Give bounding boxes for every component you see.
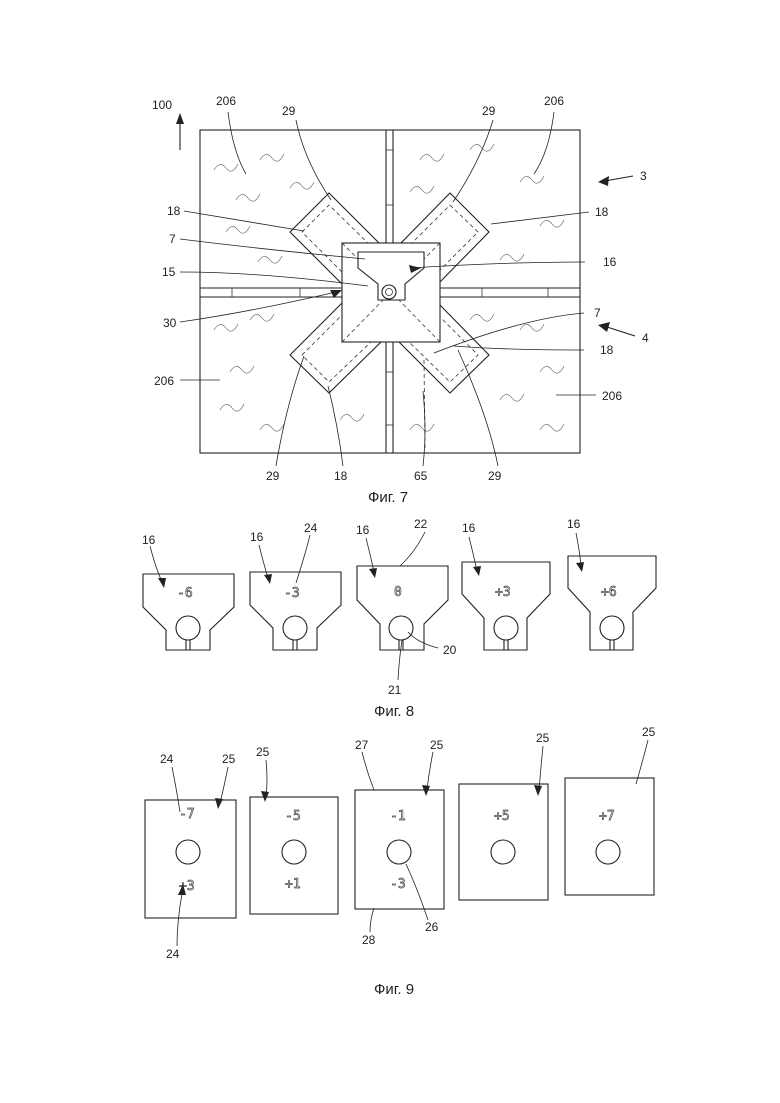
- fig9-ref-1: 25: [222, 752, 236, 766]
- fig8-plate-3-mark: 0: [394, 585, 402, 600]
- label-29-top-left: 29: [282, 104, 296, 118]
- fig8-ref-2: 16: [250, 530, 264, 544]
- fig8-plate-1-mark: -6: [177, 586, 193, 601]
- figure-9: -7 +3 -5 +1 -1 -3 +5 +7: [145, 725, 656, 998]
- fig8-ref-3: 16: [356, 523, 370, 537]
- pointer-arrow-4: [598, 322, 635, 336]
- label-24-fig9-top: 24: [160, 752, 174, 766]
- fig7-caption: Фиг. 7: [368, 489, 408, 506]
- fig9-plate-3-mark-bottom: -3: [390, 877, 406, 892]
- label-7-left: 7: [169, 232, 176, 246]
- fig9-ref-2: 25: [256, 745, 270, 759]
- fig8-plate-2: -3: [250, 572, 341, 650]
- fig9-plate-1-mark-top: -7: [179, 807, 195, 822]
- fig9-ref-5: 25: [642, 725, 656, 739]
- label-206-top-left: 206: [216, 94, 236, 108]
- label-4: 4: [642, 331, 649, 345]
- label-18-top-right: 18: [595, 205, 609, 219]
- label-28: 28: [362, 933, 376, 947]
- fig9-plate-5: +7: [565, 778, 654, 895]
- label-7-right: 7: [594, 306, 601, 320]
- fig9-plate-3-mark-top: -1: [390, 809, 406, 824]
- fig9-caption: Фиг. 9: [374, 981, 414, 998]
- label-24-fig9-bottom: 24: [166, 947, 180, 961]
- label-29-top-right: 29: [482, 104, 496, 118]
- label-16: 16: [603, 255, 617, 269]
- fig8-plate-2-mark: -3: [284, 586, 300, 601]
- fig8-ref-5: 16: [567, 517, 581, 531]
- label-24-fig8: 24: [304, 521, 318, 535]
- fig9-plate-4-mark-top: +5: [494, 809, 510, 824]
- label-30: 30: [163, 316, 177, 330]
- label-206-bottom-right: 206: [602, 389, 622, 403]
- label-15: 15: [162, 265, 176, 279]
- fig8-caption: Фиг. 8: [374, 703, 414, 720]
- label-18-top-left: 18: [167, 204, 181, 218]
- label-20: 20: [443, 643, 457, 657]
- fig8-plate-4-mark: +3: [495, 585, 511, 600]
- label-29-bottom-left: 29: [266, 469, 280, 483]
- label-206-bottom-left: 206: [154, 374, 174, 388]
- label-27: 27: [355, 738, 369, 752]
- label-206-top-right: 206: [544, 94, 564, 108]
- fig9-plate-2: -5 +1: [250, 797, 338, 914]
- fig9-ref-3: 25: [430, 738, 444, 752]
- label-18-right: 18: [600, 343, 614, 357]
- fig8-plate-4: +3: [462, 562, 550, 650]
- figure-7: 100 206 29 29 206 3 18 18 7 16 15 7 30 4…: [152, 94, 649, 506]
- label-3: 3: [640, 169, 647, 183]
- fig9-plate-4: +5: [459, 784, 548, 900]
- fig9-plate-2-mark-bottom: +1: [285, 877, 301, 892]
- label-29-bottom-right: 29: [488, 469, 502, 483]
- fig8-plate-1: -6: [143, 574, 234, 650]
- label-65: 65: [414, 469, 428, 483]
- pointer-arrow-3: [598, 176, 633, 186]
- fig8-plate-3: 0: [357, 566, 448, 650]
- label-18-bottom: 18: [334, 469, 348, 483]
- fig9-plate-3: -1 -3: [355, 790, 444, 909]
- fig9-ref-4: 25: [536, 731, 550, 745]
- fig8-ref-1: 16: [142, 533, 156, 547]
- label-21: 21: [388, 683, 402, 697]
- fig9-plate-2-mark-top: -5: [285, 809, 301, 824]
- fig9-plate-1: -7 +3: [145, 800, 236, 918]
- fig8-ref-4: 16: [462, 521, 476, 535]
- fig9-plate-5-mark-top: +7: [599, 809, 615, 824]
- label-26: 26: [425, 920, 439, 934]
- label-100: 100: [152, 98, 172, 112]
- label-22: 22: [414, 517, 428, 531]
- direction-arrow-100: [176, 113, 184, 150]
- figure-8: -6 -3 0 +3: [142, 517, 656, 720]
- fig8-plate-5-mark: +6: [601, 585, 617, 600]
